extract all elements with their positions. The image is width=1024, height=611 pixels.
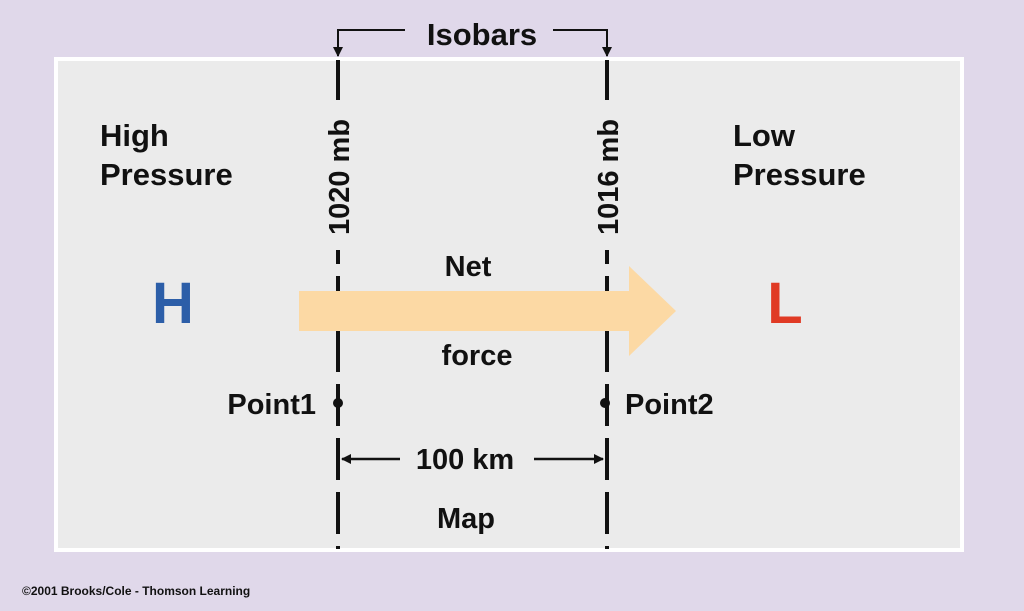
high-pressure-label-line1: High (100, 118, 169, 153)
isobars-pointer-left (333, 29, 405, 57)
low-pressure-label-line2: Pressure (733, 157, 866, 192)
high-pressure-symbol: H (152, 271, 194, 336)
net-label: Net (445, 251, 492, 283)
copyright-text: ©2001 Brooks/Cole - Thomson Learning (22, 584, 251, 598)
low-pressure-label-line1: Low (733, 118, 796, 153)
isobars-label: Isobars (427, 17, 537, 52)
distance-label: 100 km (416, 444, 514, 476)
isobar-label-bg-left (323, 100, 353, 250)
net-force-arrow (299, 266, 676, 356)
isobars-pointer-right (553, 29, 612, 57)
isobar-label-1020: 1020 mb (324, 119, 356, 235)
isobar-label-bg-right (592, 100, 622, 250)
point1-dot (333, 398, 343, 408)
point1-label: Point1 (227, 389, 316, 421)
low-pressure-symbol: L (767, 271, 802, 336)
high-pressure-label-line2: Pressure (100, 157, 233, 192)
force-label: force (442, 340, 513, 372)
point2-dot (600, 398, 610, 408)
isobar-label-1016: 1016 mb (593, 119, 625, 235)
map-label: Map (437, 503, 495, 535)
point2-label: Point2 (625, 389, 714, 421)
